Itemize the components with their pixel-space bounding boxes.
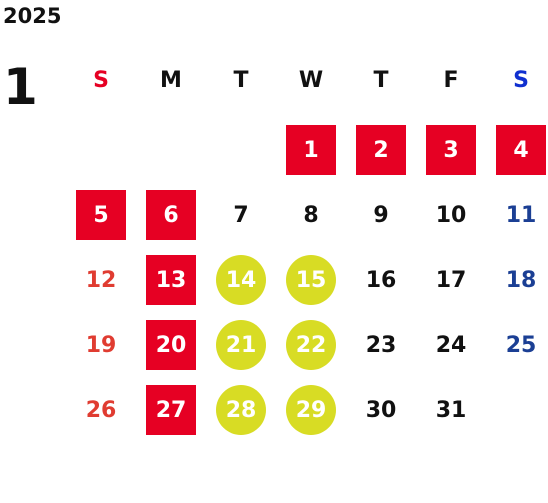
day-cell-27[interactable]: 27 bbox=[146, 385, 196, 435]
weekday-label: S bbox=[513, 68, 529, 93]
day-cell-3[interactable]: 3 bbox=[426, 125, 476, 175]
day-cell-17[interactable]: 17 bbox=[435, 267, 467, 293]
day-cell-15[interactable]: 15 bbox=[286, 255, 336, 305]
weekday-label: T bbox=[233, 68, 249, 93]
day-cell-28[interactable]: 28 bbox=[216, 385, 266, 435]
day-cell-26[interactable]: 26 bbox=[85, 397, 117, 423]
day-cell-21[interactable]: 21 bbox=[216, 320, 266, 370]
day-cell-5[interactable]: 5 bbox=[76, 190, 126, 240]
day-cell-6[interactable]: 6 bbox=[146, 190, 196, 240]
day-cell-7[interactable]: 7 bbox=[233, 202, 249, 228]
day-cell-1[interactable]: 1 bbox=[286, 125, 336, 175]
day-cell-18[interactable]: 18 bbox=[505, 267, 537, 293]
day-cell-10[interactable]: 10 bbox=[435, 202, 467, 228]
day-cell-8[interactable]: 8 bbox=[303, 202, 319, 228]
day-cell-19[interactable]: 19 bbox=[85, 332, 117, 358]
weekday-label: S bbox=[93, 68, 109, 93]
day-cell-16[interactable]: 16 bbox=[365, 267, 397, 293]
day-cell-4[interactable]: 4 bbox=[496, 125, 546, 175]
day-cell-31[interactable]: 31 bbox=[435, 397, 467, 423]
day-cell-22[interactable]: 22 bbox=[286, 320, 336, 370]
day-cell-25[interactable]: 25 bbox=[505, 332, 537, 358]
day-cell-9[interactable]: 9 bbox=[373, 202, 389, 228]
day-cell-14[interactable]: 14 bbox=[216, 255, 266, 305]
year-label: 2025 bbox=[3, 4, 62, 28]
day-cell-29[interactable]: 29 bbox=[286, 385, 336, 435]
weekday-label: M bbox=[160, 68, 182, 93]
day-cell-11[interactable]: 11 bbox=[505, 202, 537, 228]
day-cell-20[interactable]: 20 bbox=[146, 320, 196, 370]
weekday-label: W bbox=[298, 68, 324, 93]
day-cell-30[interactable]: 30 bbox=[365, 397, 397, 423]
weekday-label: F bbox=[443, 68, 459, 93]
day-cell-24[interactable]: 24 bbox=[435, 332, 467, 358]
month-label: 1 bbox=[3, 58, 38, 116]
day-cell-23[interactable]: 23 bbox=[365, 332, 397, 358]
day-cell-12[interactable]: 12 bbox=[85, 267, 117, 293]
day-cell-2[interactable]: 2 bbox=[356, 125, 406, 175]
weekday-label: T bbox=[373, 68, 389, 93]
day-cell-13[interactable]: 13 bbox=[146, 255, 196, 305]
